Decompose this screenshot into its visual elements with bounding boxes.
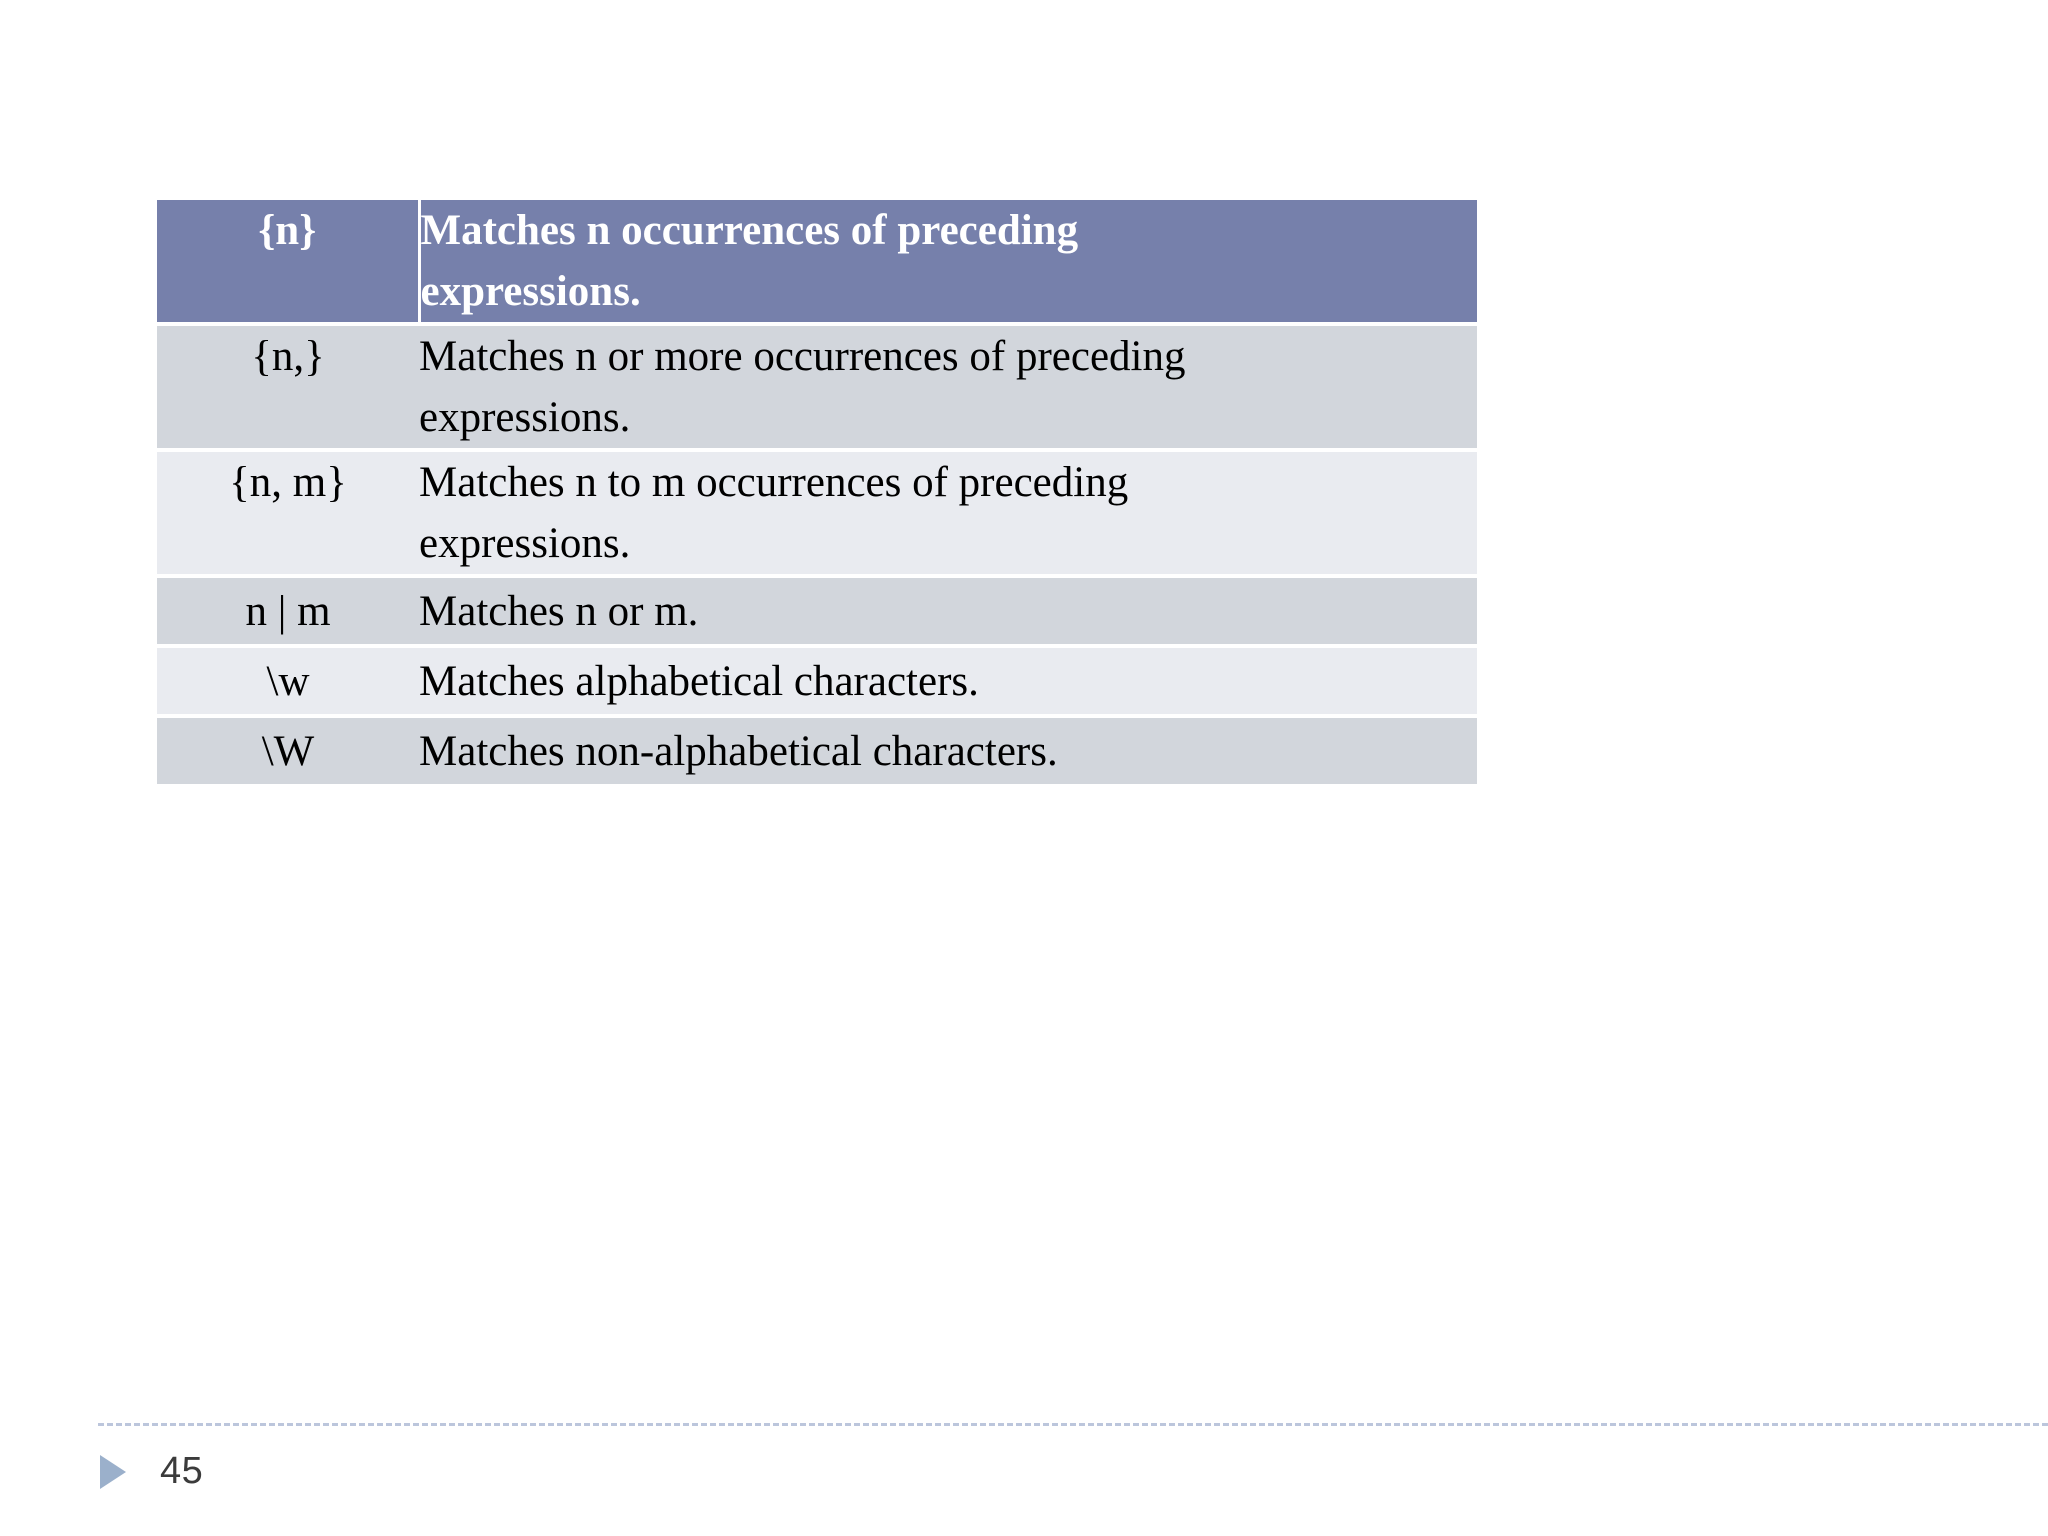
table-row: {n,} Matches n or more occurrences of pr… [157,326,1477,448]
row-description-line-2: expressions. [419,394,631,441]
row-gap [157,448,1477,452]
row-description-cell: Matches n to m occurrences of preceding … [419,452,1477,574]
table-row: \W Matches non-alphabetical characters. [157,718,1477,784]
header-description-line-2: expressions. [420,268,641,315]
row-description-cell: Matches alphabetical characters. [419,648,1477,714]
row-symbol-cell: n | m [157,578,419,644]
regex-quantifier-table: {n} Matches n occurrences of preceding e… [157,200,1477,784]
header-symbol-cell: {n} [157,200,419,322]
row-description-cell: Matches non-alphabetical characters. [419,718,1477,784]
row-description-line-1: Matches n or m. [419,588,699,635]
page-number: 45 [160,1450,204,1492]
row-description-line-1: Matches n or more occurrences of precedi… [419,333,1186,380]
row-gap [157,644,1477,648]
row-symbol-cell: \w [157,648,419,714]
row-gap [157,714,1477,718]
row-description-line-2: expressions. [419,520,631,567]
header-description-line-1: Matches n occurrences of preceding [420,207,1079,254]
row-symbol-cell: \W [157,718,419,784]
row-description-line-1: Matches alphabetical characters. [419,658,979,705]
table-row: n | m Matches n or m. [157,578,1477,644]
triangle-bullet-icon [100,1455,126,1489]
table-row: {n, m} Matches n to m occurrences of pre… [157,452,1477,574]
row-gap [157,322,1477,326]
row-description-line-1: Matches non-alphabetical characters. [419,728,1058,775]
table-header-row: {n} Matches n occurrences of preceding e… [157,200,1477,322]
footer-divider [98,1423,2048,1426]
row-description-line-1: Matches n to m occurrences of preceding [419,459,1129,506]
row-description-cell: Matches n or more occurrences of precedi… [419,326,1477,448]
row-description-cell: Matches n or m. [419,578,1477,644]
row-symbol-cell: {n, m} [157,452,419,574]
table-row: \w Matches alphabetical characters. [157,648,1477,714]
row-gap [157,574,1477,578]
header-description-cell: Matches n occurrences of preceding expre… [417,200,1477,322]
row-symbol-cell: {n,} [157,326,419,448]
